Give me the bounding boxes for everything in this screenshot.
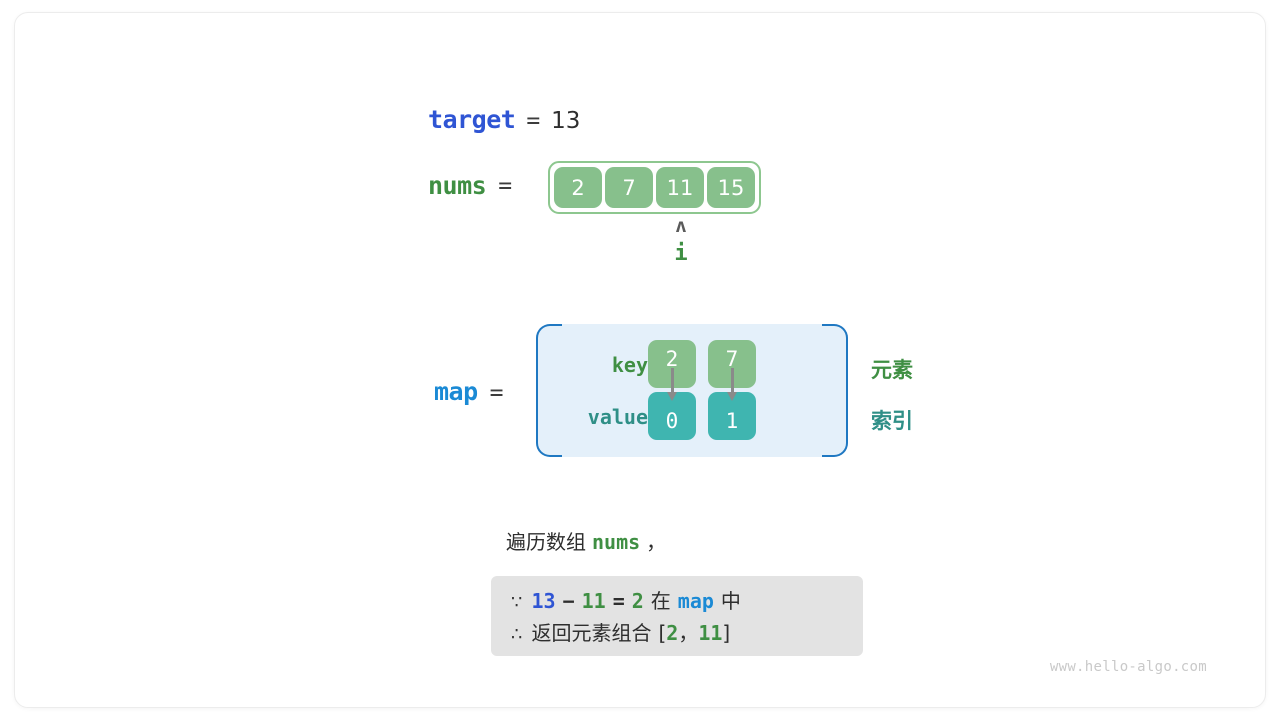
map-bracket-right <box>822 324 848 457</box>
reason-operand-b: 11 <box>581 589 606 613</box>
conclusion-comma: ， <box>678 621 699 645</box>
map-entry-column: 2 0 <box>648 340 696 440</box>
nums-cell: 7 <box>605 167 653 208</box>
reason-equals-sign: = <box>612 589 625 613</box>
reason-minus-sign: − <box>562 589 575 613</box>
nums-equals-sign: = <box>498 172 513 199</box>
map-key-row-label: key <box>611 353 648 377</box>
therefore-symbol: ∴ <box>511 624 523 645</box>
reason-operand-a: 13 <box>531 589 556 613</box>
because-symbol: ∵ <box>511 592 523 613</box>
reason-in-text: 在 <box>650 589 671 613</box>
map-variable-label: map <box>434 377 478 406</box>
map-value-cell: 0 <box>648 392 696 440</box>
target-row: target = 13 <box>428 105 580 134</box>
key-to-value-arrow-icon <box>667 368 677 402</box>
watermark: www.hello-algo.com <box>1049 659 1207 675</box>
map-value-row-label: value <box>587 405 648 429</box>
conclusion-close-bracket: ] <box>722 621 731 645</box>
pointer-label: i <box>674 241 688 266</box>
traverse-code-text: nums <box>592 530 641 554</box>
nums-cell: 15 <box>707 167 755 208</box>
nums-cell: 2 <box>554 167 602 208</box>
reason-result: 2 <box>631 589 644 613</box>
conclusion-open-bracket: [ <box>658 621 667 645</box>
map-index-side-label: 索引 <box>871 409 913 433</box>
traverse-prefix-text: 遍历数组 <box>506 530 586 554</box>
target-value: 13 <box>551 108 581 134</box>
key-to-value-arrow-icon <box>727 368 737 402</box>
target-equals-sign: = <box>526 108 541 134</box>
pointer-caret-icon: ʌ <box>675 215 687 237</box>
map-entry-column: 7 1 <box>708 340 756 440</box>
reasoning-box: ∵ 13 − 11 = 2 在 map 中 ∴ 返回元素组合 [ 2 ， 11 … <box>491 576 863 656</box>
map-bracket-left <box>536 324 562 457</box>
conclusion-value-b: 11 <box>698 621 723 645</box>
target-variable-label: target <box>428 105 516 134</box>
nums-array-container: 2 7 11 15 <box>548 161 761 214</box>
nums-cell: 11 <box>656 167 704 208</box>
traverse-suffix-text: ， <box>646 530 667 554</box>
conclusion-text: 返回元素组合 <box>531 621 652 645</box>
reasoning-line-therefore: ∴ 返回元素组合 [ 2 ， 11 ] <box>511 618 843 650</box>
nums-row: nums = <box>428 171 512 200</box>
map-label-row: map = <box>434 377 504 406</box>
diagram-card: target = 13 nums = 2 7 11 15 ʌ i map = k… <box>14 12 1266 708</box>
nums-variable-label: nums <box>428 171 487 200</box>
reason-within-text: 中 <box>720 589 741 613</box>
map-element-side-label: 元素 <box>871 358 913 382</box>
reasoning-line-because: ∵ 13 − 11 = 2 在 map 中 <box>511 586 843 618</box>
index-pointer: ʌ i <box>655 215 707 266</box>
reason-map-text: map <box>677 589 714 613</box>
conclusion-value-a: 2 <box>666 621 679 645</box>
map-equals-sign: = <box>489 380 504 406</box>
